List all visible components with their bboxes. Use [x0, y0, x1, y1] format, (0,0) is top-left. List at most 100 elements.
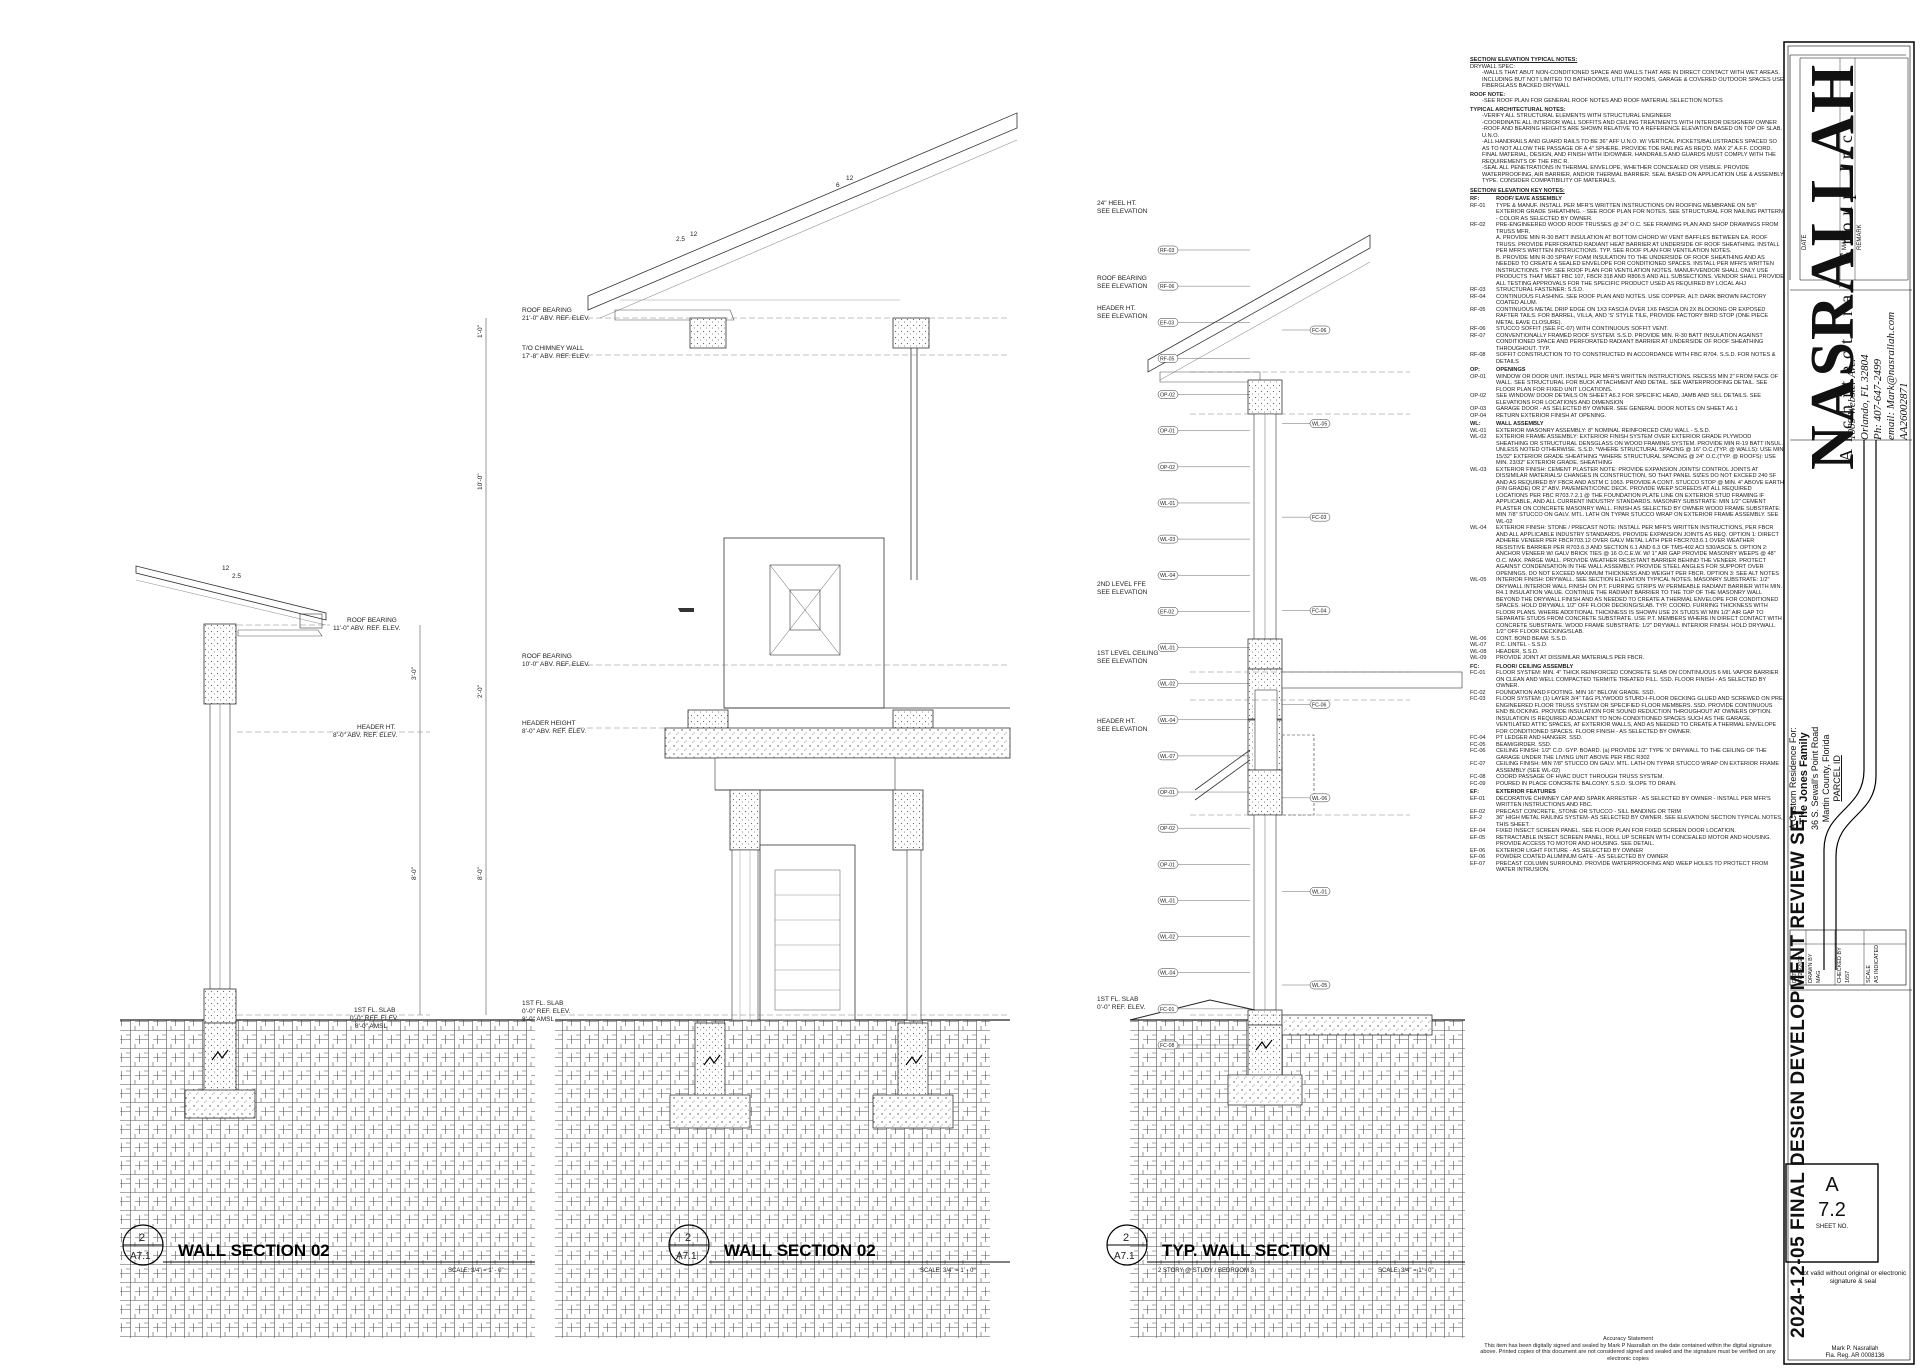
- keynote-code: EF-06: [1470, 854, 1486, 860]
- roof-slope: [587, 112, 1018, 311]
- keynote-tag: RF-06: [1157, 281, 1250, 291]
- level-label: ROOF BEARING: [347, 617, 397, 624]
- keynote-code: WL-07: [1470, 642, 1487, 648]
- info-label-scale: SCALE: [1866, 964, 1872, 983]
- keynote-tag-label: WL-04: [1160, 718, 1175, 724]
- level-elevation: 0'-0" REF. ELEV.: [522, 1008, 571, 1015]
- section-number: 2: [1123, 1232, 1129, 1244]
- keynote-tag: WL-01: [1157, 643, 1250, 652]
- keynote-text: P.C. LINTEL - S.S.D.: [1496, 642, 1548, 648]
- keynote-text: COORD PASSAGE OF HVAC DUCT THROUGH TRUSS…: [1496, 774, 1664, 780]
- footing: [184, 1089, 256, 1119]
- keynote-text: GARAGE DOOR - AS SELECTED BY OWNER. SEE …: [1496, 406, 1738, 412]
- keynote-text: EXTERIOR FINISH: STONE / PRECAST NOTE: I…: [1496, 525, 1779, 577]
- keynote-text: INTERIOR FINISH: DRYWALL. SEE SECTION EL…: [1496, 577, 1783, 635]
- keynote-code: EF-06: [1470, 847, 1486, 854]
- wall-section-1: ROOF BEARING 11'-0" ABV. REF. ELEV. HEAD…: [120, 565, 535, 1338]
- keynote-text: FLOOR SYSTEM: (1) LAYER 3/4" T&G PLYWOOD…: [1496, 696, 1785, 735]
- keynote-text: PRECAST COLUMN SURROUND. PROVIDE WATERPR…: [1496, 860, 1769, 874]
- keynote-tag: WL-05: [1282, 980, 1331, 990]
- keynote-tag-label: WL-01: [1160, 646, 1175, 652]
- keynote-text: PROVIDE JOINT AT DISSIMILAR MATERIALS PE…: [1496, 655, 1645, 661]
- keynote-code: WL-02: [1470, 434, 1487, 440]
- keynote-tag-label: WL-05: [1312, 983, 1327, 989]
- level-elevation: 17'-8" ABV. REF. ELEV.: [522, 353, 590, 360]
- keynote-code: OP-02: [1470, 393, 1487, 399]
- keynote-tag-label: EF-02: [1160, 609, 1174, 615]
- keynote-tag: OP-01: [1157, 426, 1250, 435]
- footing: [669, 1094, 751, 1129]
- keynote-tag-label: FC-08: [1160, 1043, 1175, 1049]
- keynote-tag: OP-02: [1157, 823, 1250, 833]
- notes-heading: SECTION/ ELEVATION TYPICAL NOTES:: [1470, 57, 1578, 63]
- keynote-code: OP-03: [1470, 406, 1487, 412]
- keynote-code: [1470, 235, 1496, 255]
- keynote-tag-label: WL-07: [1160, 754, 1175, 760]
- level-amsl: 8'-0" AMSL: [522, 1016, 554, 1023]
- keynote-text: WINDOW OR DOOR UNIT. INSTALL PER MFR'S W…: [1496, 373, 1779, 393]
- keynote-text: PRECAST CONCRETE, STONE OR STUCCO - SILL…: [1496, 808, 1682, 815]
- keynote-text: POWDER COATED ALUMINUM GATE - AS SELECTE…: [1496, 854, 1669, 860]
- keynote-code: WL-04: [1470, 525, 1487, 531]
- keynote-code: [1470, 255, 1496, 288]
- keynote-item: EF-06 POWDER COATED ALUMINUM GATE - AS SE…: [1470, 854, 1785, 861]
- keynote-tag-label: WL-02: [1160, 935, 1175, 941]
- keynote-code: WL-09: [1470, 655, 1487, 661]
- section-title: WALL SECTION 02: [724, 1241, 876, 1260]
- keynote-tag-label: RF-06: [1160, 284, 1175, 290]
- keynote-code: EF-02: [1470, 808, 1486, 815]
- keynote-tag: WL-05: [1282, 419, 1331, 428]
- keynote-tag-label: WL-05: [1312, 422, 1327, 428]
- dimension-text: 2'-0": [477, 684, 484, 698]
- level-see: SEE ELEVATION: [1097, 313, 1148, 320]
- keynote-tag: WL-03: [1157, 534, 1250, 544]
- key-notes-heading: SECTION/ ELEVATION KEY NOTES:: [1470, 187, 1565, 194]
- info-label-drawn: DRAWN BY: [1808, 953, 1814, 983]
- keynote-group-code: OP:: [1470, 367, 1480, 373]
- roof-note-label: ROOF NOTE:: [1470, 91, 1506, 98]
- footing: [872, 1094, 954, 1129]
- section-scale: SCALE: 3/4" = 1' - 0": [448, 1268, 504, 1274]
- keynote-group-title: ROOF/ EAVE ASSEMBLY: [1496, 196, 1562, 202]
- pitch-rise: 6: [836, 182, 840, 189]
- keynote-tag-label: WL-01: [1160, 501, 1175, 507]
- keynote-code: WL-03: [1470, 466, 1487, 473]
- keynote-tag-label: RF-05: [1160, 356, 1175, 362]
- keynote-tag: WL-02: [1157, 932, 1250, 941]
- keynote-code: RF-02: [1470, 222, 1486, 228]
- level-elevation: 10'-0" ABV. REF. ELEV.: [522, 661, 590, 668]
- level-label: 1ST FL. SLAB: [354, 1007, 395, 1014]
- keynote-code: RF-04: [1470, 293, 1486, 300]
- section-ref: A7.1: [676, 1251, 697, 1262]
- section-subtitle: 2 STORY @ STUDY / BEDROOM 3: [1158, 1268, 1255, 1274]
- level-label: 2ND LEVEL FFE: [1097, 581, 1147, 588]
- wall-section-2: ROOF BEARING 21'-0" ABV. REF. ELEV. T/O …: [477, 112, 1018, 1338]
- typical-note: -COORDINATE ALL INTERIOR WALL SOFFITS AN…: [1482, 119, 1777, 126]
- level-label: HEADER HEIGHT: [522, 720, 575, 727]
- keynote-code: FC-09: [1470, 780, 1486, 787]
- keynote-code: WL-05: [1470, 577, 1487, 583]
- keynote-group-title: EXTERIOR FEATURES: [1496, 789, 1556, 795]
- keynote-tag-label: FC-03: [1312, 515, 1327, 521]
- keynote-text: SEE WINDOW/ DOOR DETAILS ON SHEET A6.2 F…: [1496, 393, 1761, 406]
- level-see: SEE ELEVATION: [1097, 283, 1148, 290]
- keynote-tag: WL-07: [1157, 751, 1250, 761]
- accuracy-title: Accuracy Statement: [1602, 1336, 1654, 1342]
- pitch-rise: 2.5: [676, 236, 685, 243]
- keynote-code: OP-04: [1470, 412, 1487, 419]
- drywall-note: -WALLS THAT ABUT NON-CONDITIONED SPACE A…: [1482, 70, 1784, 89]
- level-see: SEE ELEVATION: [1097, 208, 1148, 215]
- keynote-item: WL-07 P.C. LINTEL - S.S.D.: [1470, 642, 1785, 649]
- entry-door: [759, 844, 856, 1021]
- keynote-text: CONT. BOND BEAM: S.S.D.: [1496, 635, 1568, 642]
- keynote-code: WL-01: [1470, 427, 1487, 434]
- keynote-tag-label: WL-02: [1160, 682, 1175, 688]
- accuracy-statement: Accuracy Statement This item has been di…: [1478, 1336, 1778, 1362]
